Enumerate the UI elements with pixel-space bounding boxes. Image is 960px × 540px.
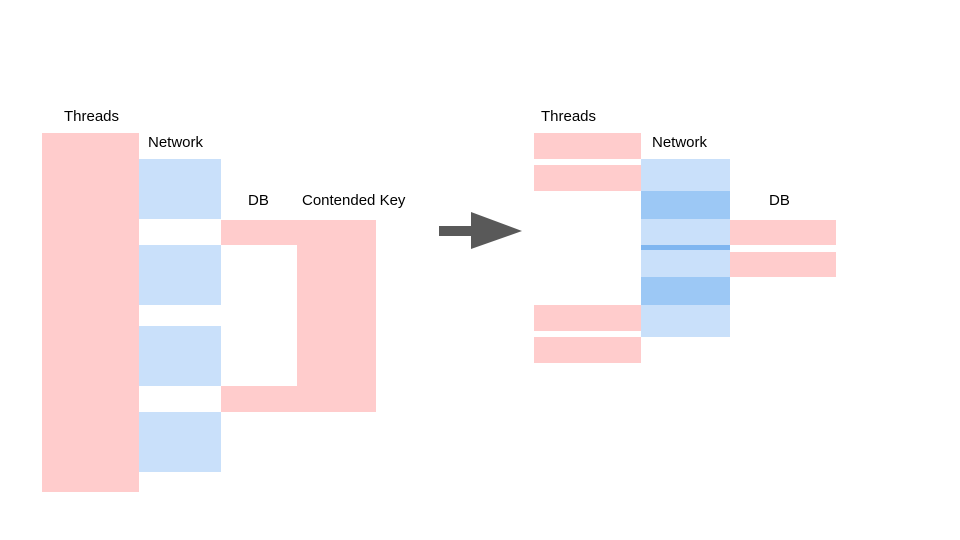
right-network-busy-block (641, 191, 730, 219)
left-db-label: DB (248, 192, 269, 209)
left-network-block (139, 412, 221, 472)
right-network-label: Network (652, 134, 708, 151)
left-db-block (221, 220, 297, 245)
right-threads-label: Threads (541, 108, 597, 125)
left-db-block (221, 386, 297, 412)
right-network-busy-block (641, 277, 730, 305)
right-network-busy-block (641, 245, 730, 250)
right-db-label: DB (769, 192, 790, 209)
right-thread-block (534, 337, 641, 363)
left-threads-label: Threads (64, 108, 120, 125)
right-thread-block (534, 165, 641, 191)
right-db-block (730, 220, 836, 245)
left-network-block (139, 326, 221, 386)
left-thread-bar (42, 133, 139, 492)
left-network-block (139, 245, 221, 305)
right-db-block (730, 252, 836, 277)
left-network-block (139, 159, 221, 219)
left-contended-key-block (297, 220, 376, 412)
right-thread-block (534, 133, 641, 159)
right-thread-block (534, 305, 641, 331)
left-contended-key-label: Contended Key (302, 192, 406, 209)
left-network-label: Network (148, 134, 204, 151)
